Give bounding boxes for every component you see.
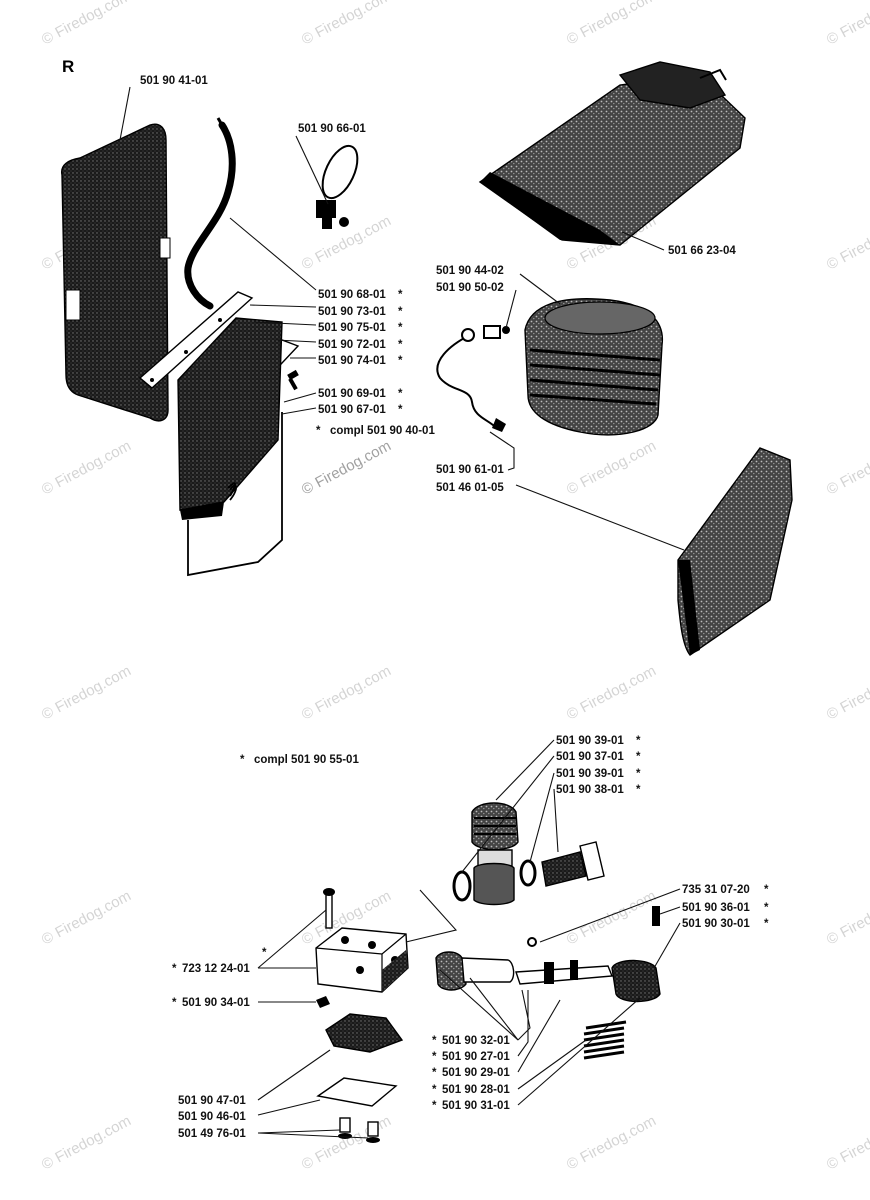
label-compl-lower: compl 501 90 55-01 <box>254 754 359 766</box>
label-part-50: 501 90 50-02 <box>436 282 504 294</box>
label-part-72: 501 90 72-01 <box>318 339 386 351</box>
watermark: © Firedog.com <box>39 0 134 49</box>
star-marker: * <box>432 1084 437 1096</box>
star-marker: * <box>398 339 403 351</box>
watermark: © Firedog.com <box>824 437 870 498</box>
lower-leader-lines <box>257 739 681 1139</box>
side-cover-left <box>61 123 171 422</box>
watermark: © Firedog.com <box>39 437 134 498</box>
label-valve: 501 90 66-01 <box>298 123 366 135</box>
top-cover <box>478 61 746 246</box>
label-part-76-01: 501 49 76-01 <box>178 1128 246 1140</box>
watermark: © Firedog.com <box>564 662 659 723</box>
star-marker: * <box>172 997 177 1009</box>
air-filter <box>177 317 283 520</box>
filter-frame <box>187 412 283 577</box>
star-marker: * <box>636 784 641 796</box>
upper-leader-lines <box>119 86 685 551</box>
label-part-61: 501 90 61-01 <box>436 464 504 476</box>
diaphragm-cover <box>316 1013 404 1143</box>
star-marker: * <box>398 306 403 318</box>
label-part-44: 501 90 44-02 <box>436 265 504 277</box>
label-part-47-01: 501 90 47-01 <box>178 1095 246 1107</box>
watermark: © Firedog.com <box>564 0 659 49</box>
watermark: © Firedog.com <box>564 437 659 498</box>
watermark: © Firedog.com <box>299 662 394 723</box>
watermark: © Firedog.com <box>299 437 394 498</box>
label-part-735: 735 31 07-20 <box>682 884 750 896</box>
label-part-30-01: 501 90 30-01 <box>682 918 750 930</box>
label-part-32-01: 501 90 32-01 <box>442 1035 510 1047</box>
watermark: © Firedog.com <box>564 1112 659 1173</box>
label-side-cover-left: 501 90 41-01 <box>140 75 208 87</box>
label-part-67: 501 90 67-01 <box>318 404 386 416</box>
star-marker: * <box>240 754 245 766</box>
hose <box>184 121 236 310</box>
label-part-39-01b: 501 90 39-01 <box>556 768 624 780</box>
label-part-69: 501 90 69-01 <box>318 388 386 400</box>
star-marker: * <box>398 404 403 416</box>
pump-block <box>315 888 409 1008</box>
label-part-36-01: 501 90 36-01 <box>682 902 750 914</box>
label-part-38-01: 501 90 38-01 <box>556 784 624 796</box>
side-cover-right <box>677 447 793 656</box>
watermark: © Firedog.com <box>564 887 659 948</box>
label-part-31-01: 501 90 31-01 <box>442 1100 510 1112</box>
watermark: © Firedog.com <box>39 662 134 723</box>
screw-part <box>287 369 299 391</box>
star-marker: * <box>398 388 403 400</box>
label-part-29-01: 501 90 29-01 <box>442 1067 510 1079</box>
label-part-73: 501 90 73-01 <box>318 306 386 318</box>
fitting-assembly <box>452 802 605 906</box>
label-part-74: 501 90 74-01 <box>318 355 386 367</box>
watermark: © Firedog.com <box>299 0 394 49</box>
watermark: © Firedog.com <box>824 662 870 723</box>
section-letter: R <box>62 57 74 76</box>
star-marker: * <box>432 1067 437 1079</box>
label-part-34-01: 501 90 34-01 <box>182 997 250 1009</box>
wire-cable <box>436 325 510 432</box>
star-marker: * <box>398 289 403 301</box>
star-marker: * <box>432 1051 437 1063</box>
watermark: © Firedog.com <box>824 1112 870 1173</box>
piston-shaft <box>435 906 661 1003</box>
label-compl-upper: compl 501 90 40-01 <box>330 425 435 437</box>
label-part-723: 723 12 24-01 <box>182 963 250 975</box>
cylinder-block <box>524 298 664 436</box>
label-top-cover: 501 66 23-04 <box>668 245 736 257</box>
star-marker: * <box>764 902 769 914</box>
star-marker: * <box>172 963 177 975</box>
label-part-27-01: 501 90 27-01 <box>442 1051 510 1063</box>
star-marker: * <box>764 918 769 930</box>
watermark: © Firedog.com <box>824 0 870 49</box>
star-marker: * <box>262 947 267 959</box>
label-part-37-01: 501 90 37-01 <box>556 751 624 763</box>
star-marker: * <box>636 751 641 763</box>
watermark: © Firedog.com <box>824 212 870 273</box>
star-marker: * <box>432 1035 437 1047</box>
spring-part <box>583 1020 627 1060</box>
star-marker: * <box>398 355 403 367</box>
watermark: © Firedog.com <box>39 887 134 948</box>
watermark: © Firedog.com <box>824 887 870 948</box>
star-marker: * <box>636 768 641 780</box>
label-part-46: 501 46 01-05 <box>436 482 504 494</box>
star-marker: * <box>764 884 769 896</box>
star-marker: * <box>636 735 641 747</box>
label-part-68: 501 90 68-01 <box>318 289 386 301</box>
label-part-39-01a: 501 90 39-01 <box>556 735 624 747</box>
star-marker: * <box>316 425 321 437</box>
label-part-28-01: 501 90 28-01 <box>442 1084 510 1096</box>
watermark: © Firedog.com <box>39 1112 134 1173</box>
valve-part <box>316 144 359 229</box>
star-marker: * <box>398 322 403 334</box>
label-part-75: 501 90 75-01 <box>318 322 386 334</box>
label-part-46-01: 501 90 46-01 <box>178 1111 246 1123</box>
star-marker: * <box>432 1100 437 1112</box>
